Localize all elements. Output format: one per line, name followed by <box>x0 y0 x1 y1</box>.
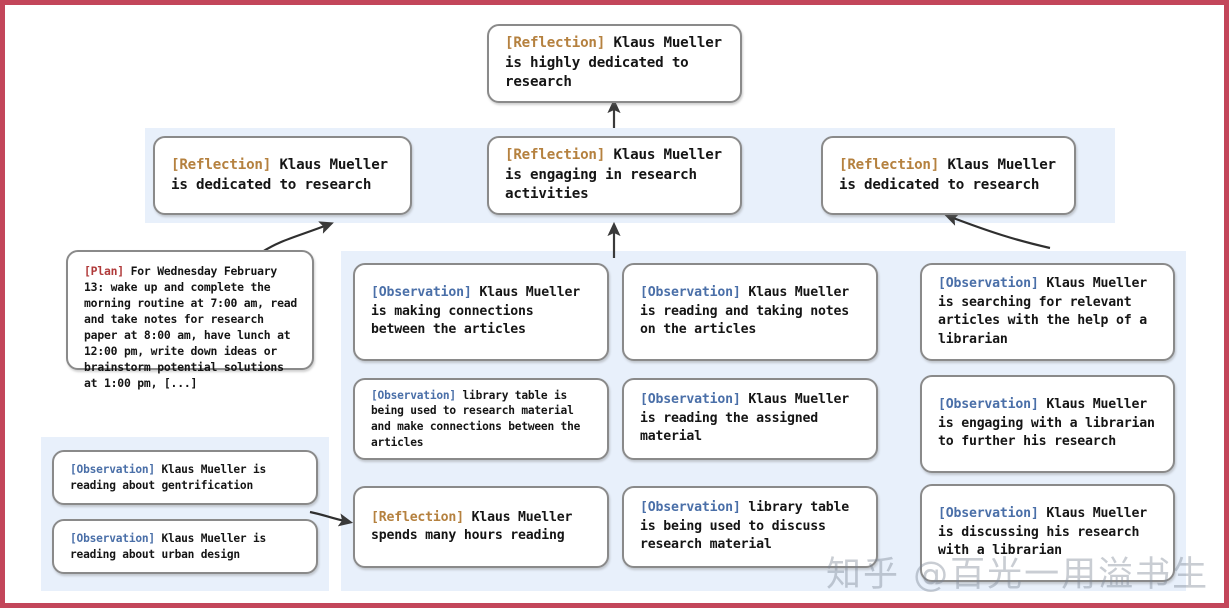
node-text: [Plan] For Wednesday February 13: wake u… <box>68 252 312 397</box>
node-col3-obs-1[interactable]: [Observation] Klaus Mueller is searching… <box>920 263 1175 361</box>
tag-observation: [Observation] <box>640 500 741 516</box>
tag-observation: [Observation] <box>70 462 155 476</box>
node-mid-left-reflection[interactable]: [Reflection] Klaus Mueller is dedicated … <box>153 136 412 215</box>
node-body: Klaus Mueller is dedicated to research <box>171 157 388 193</box>
node-col1-reflection-3[interactable]: [Reflection] Klaus Mueller spends many h… <box>353 486 609 568</box>
node-text: [Reflection] Klaus Mueller spends many h… <box>355 503 607 552</box>
node-col3-obs-3[interactable]: [Observation] Klaus Mueller is discussin… <box>920 484 1175 582</box>
node-body: Klaus Mueller spends many hours reading <box>371 509 573 544</box>
node-col2-obs-2[interactable]: [Observation] Klaus Mueller is reading t… <box>622 378 878 460</box>
node-body: Klaus Mueller is reading about urban des… <box>70 531 267 561</box>
node-col2-obs-1[interactable]: [Observation] Klaus Mueller is reading a… <box>622 263 878 361</box>
node-text: [Observation] library table is being use… <box>355 382 607 456</box>
node-text: [Reflection] Klaus Mueller is highly ded… <box>489 28 740 99</box>
node-body: Klaus Mueller is searching for relevant … <box>938 276 1147 347</box>
node-mid-center-reflection[interactable]: [Reflection] Klaus Mueller is engaging i… <box>487 136 742 215</box>
arrow-plan-to-left-reflection <box>261 221 334 253</box>
node-text: [Observation] Klaus Mueller is reading a… <box>54 456 316 499</box>
node-text: [Observation] Klaus Mueller is reading a… <box>54 525 316 568</box>
node-col1-obs-2[interactable]: [Observation] library table is being use… <box>353 378 609 460</box>
tag-observation: [Observation] <box>70 531 155 545</box>
node-text: [Reflection] Klaus Mueller is dedicated … <box>823 150 1074 201</box>
node-body: For Wednesday February 13: wake up and c… <box>84 264 298 390</box>
tag-observation: [Observation] <box>640 285 741 301</box>
tag-observation: [Observation] <box>640 392 741 408</box>
node-mid-right-reflection[interactable]: [Reflection] Klaus Mueller is dedicated … <box>821 136 1076 215</box>
node-col2-obs-3[interactable]: [Observation] library table is being use… <box>622 486 878 568</box>
node-text: [Observation] Klaus Mueller is making co… <box>355 278 607 346</box>
tag-observation: [Observation] <box>938 397 1039 413</box>
tag-reflection: [Reflection] <box>839 157 940 173</box>
node-text: [Observation] Klaus Mueller is searching… <box>922 269 1173 355</box>
node-obs-bottomleft-1[interactable]: [Observation] Klaus Mueller is reading a… <box>52 450 318 505</box>
tag-observation: [Observation] <box>938 506 1039 522</box>
node-body: Klaus Mueller is reading and taking note… <box>640 285 849 338</box>
tag-observation: [Observation] <box>371 388 456 402</box>
node-text: [Observation] library table is being use… <box>624 493 876 561</box>
node-body: Klaus Mueller is engaging in research ac… <box>505 147 722 203</box>
tag-reflection: [Reflection] <box>371 509 464 525</box>
node-text: [Observation] Klaus Mueller is reading t… <box>624 385 876 453</box>
node-obs-bottomleft-2[interactable]: [Observation] Klaus Mueller is reading a… <box>52 519 318 574</box>
node-body: Klaus Mueller is highly dedicated to res… <box>505 35 722 91</box>
node-text: [Reflection] Klaus Mueller is engaging i… <box>489 140 740 211</box>
node-col3-obs-2[interactable]: [Observation] Klaus Mueller is engaging … <box>920 375 1175 473</box>
node-body: Klaus Mueller is discussing his research… <box>938 506 1147 559</box>
node-plan[interactable]: [Plan] For Wednesday February 13: wake u… <box>66 250 314 390</box>
node-col1-obs-1[interactable]: [Observation] Klaus Mueller is making co… <box>353 263 609 361</box>
node-text: [Observation] Klaus Mueller is discussin… <box>922 499 1173 567</box>
node-text: [Observation] Klaus Mueller is engaging … <box>922 390 1173 458</box>
node-body: library table is being used to discuss r… <box>640 500 849 553</box>
tag-reflection: [Reflection] <box>505 147 606 164</box>
node-body: library table is being used to research … <box>371 388 581 449</box>
tag-plan: [Plan] <box>84 264 124 278</box>
node-body: Klaus Mueller is engaging with a librari… <box>938 397 1155 450</box>
node-text: [Reflection] Klaus Mueller is dedicated … <box>155 150 410 201</box>
node-text: [Observation] Klaus Mueller is reading a… <box>624 278 876 346</box>
node-body: Klaus Mueller is dedicated to research <box>839 157 1056 193</box>
node-body: Klaus Mueller is reading about gentrific… <box>70 462 267 492</box>
node-body: Klaus Mueller is making connections betw… <box>371 285 580 338</box>
tag-observation: [Observation] <box>938 276 1039 291</box>
tag-reflection: [Reflection] <box>505 35 606 52</box>
node-root-reflection[interactable]: [Reflection] Klaus Mueller is highly ded… <box>487 24 742 103</box>
tag-reflection: [Reflection] <box>171 157 272 173</box>
tag-observation: [Observation] <box>371 285 472 301</box>
node-body: Klaus Mueller is reading the assigned ma… <box>640 392 849 445</box>
